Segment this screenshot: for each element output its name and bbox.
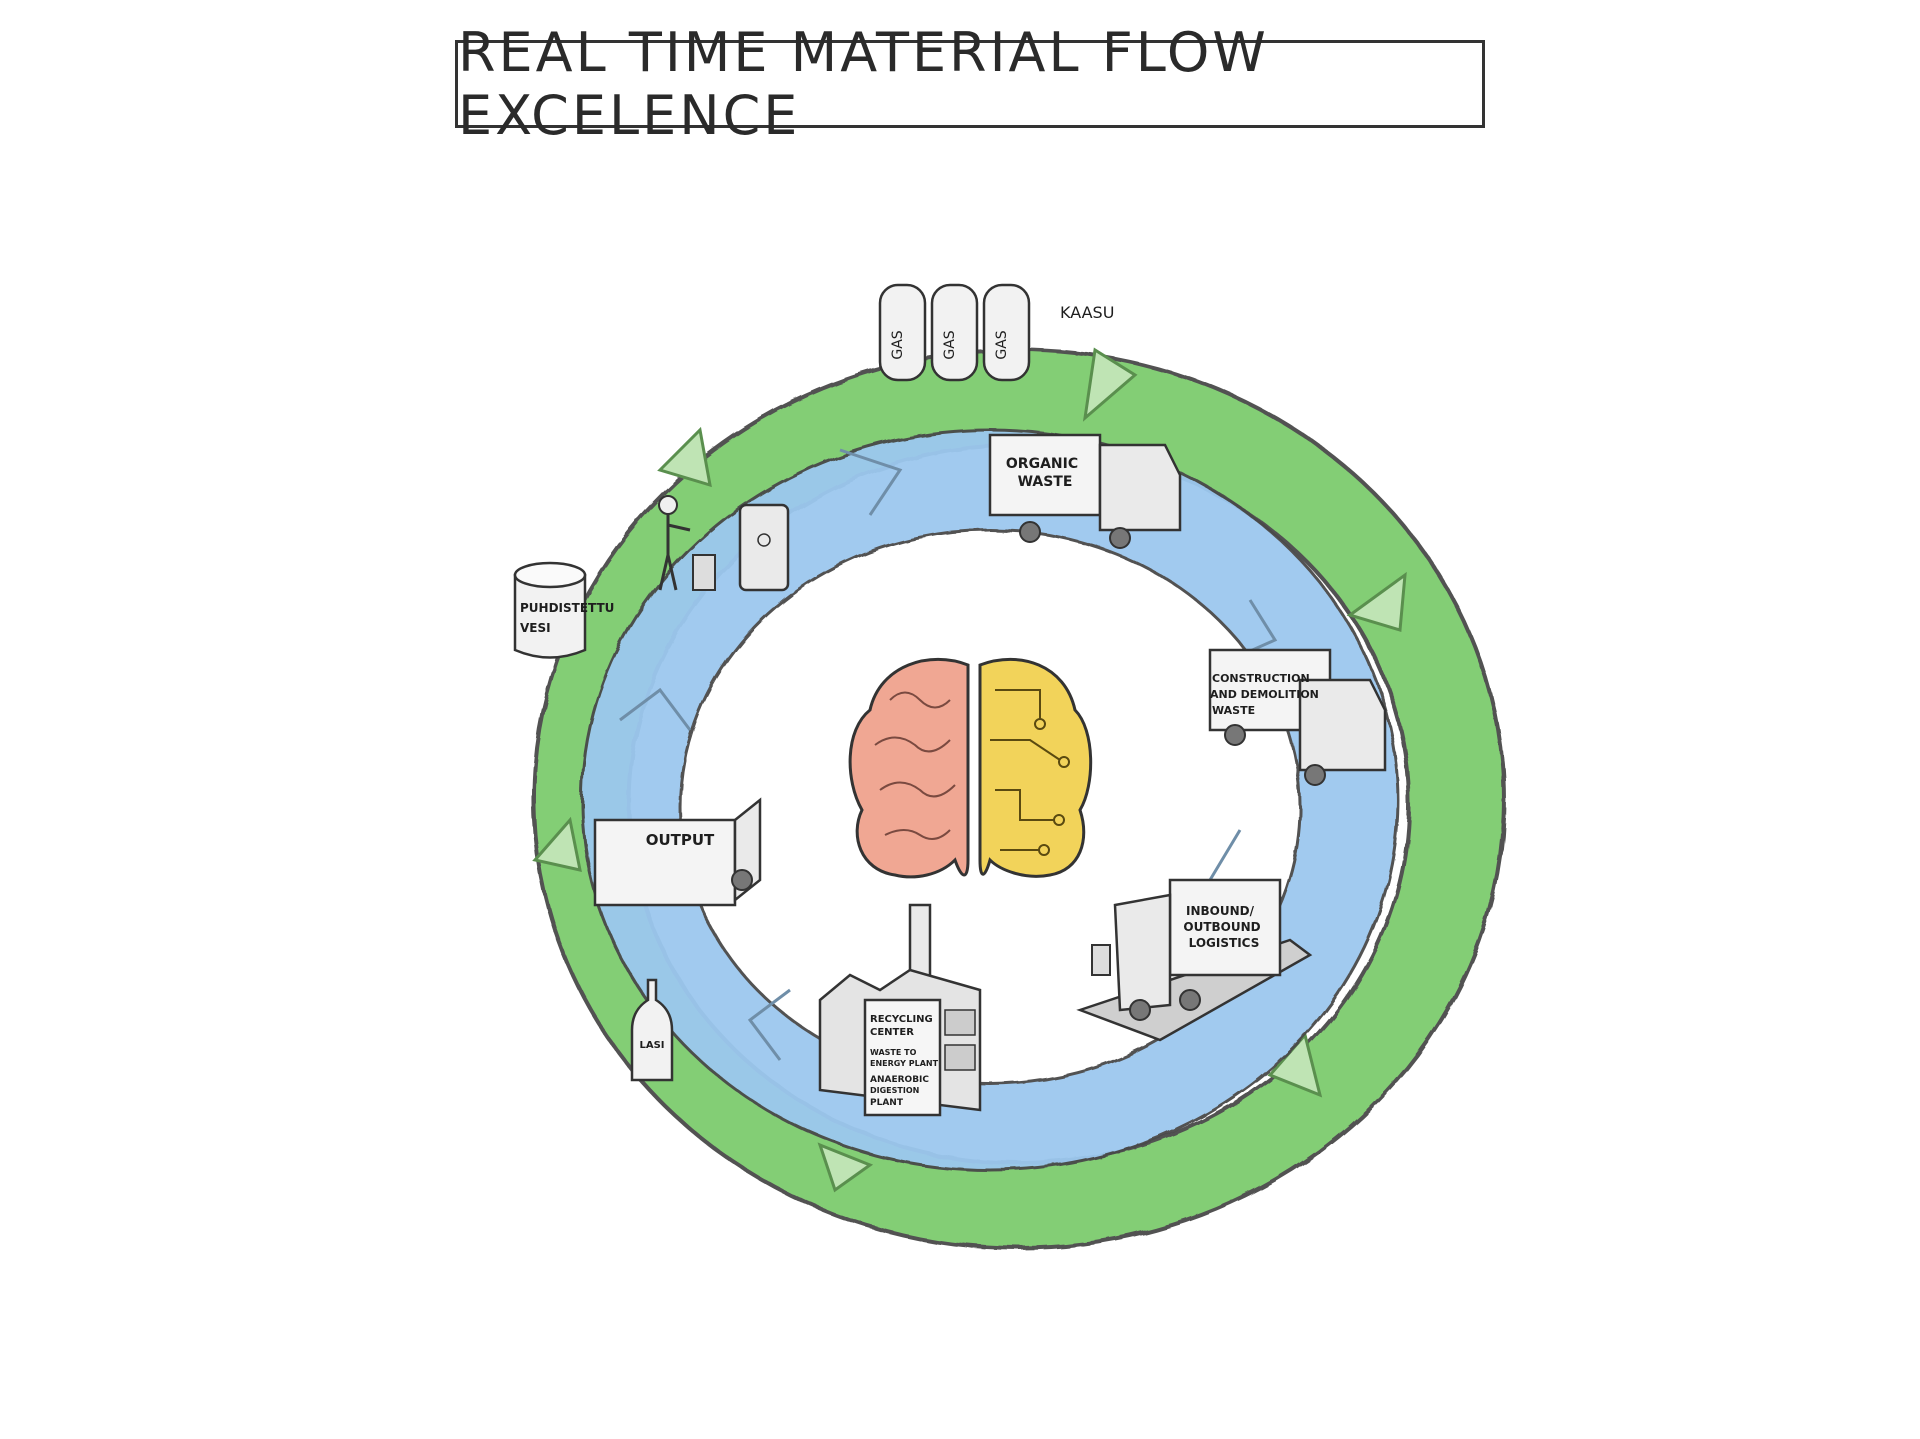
arrow-mark (532, 816, 582, 872)
arrow-mark (619, 687, 692, 731)
organic-waste-label-2: WASTE (1018, 474, 1073, 490)
glass-bottle: LASI (630, 978, 674, 1082)
arrow-mark (839, 448, 903, 516)
recycling-label-2: CENTER (870, 1027, 914, 1038)
glass-label: LASI (639, 1040, 664, 1051)
logistics-label-3: LOGISTICS (1189, 936, 1260, 950)
recycling-label-7: PLANT (870, 1098, 904, 1108)
output-truck: OUTPUT (593, 797, 762, 907)
recycling-label-1: RECYCLING (870, 1014, 933, 1025)
gas-cylinder: GAS (878, 283, 927, 382)
brain-left-hemisphere (848, 657, 970, 879)
recycling-label-4: ENERGY PLANT (870, 1059, 939, 1068)
gas-cylinder: GAS (930, 283, 979, 382)
outer-flow-ring (531, 347, 1506, 1250)
brain-icon (848, 657, 1093, 879)
recycling-label-3: WASTE TO (870, 1048, 917, 1057)
gas-cylinder: GAS (982, 283, 1031, 382)
logistics-truck: INBOUND/ OUTBOUND LOGISTICS (1076, 878, 1313, 1042)
brain-right-hemisphere (978, 657, 1093, 878)
gas-label: GAS (890, 330, 906, 359)
output-label: OUTPUT (646, 831, 715, 849)
arrow-mark (747, 988, 791, 1061)
water-label-2: VESI (520, 621, 551, 635)
organic-waste-label-1: ORGANIC (1006, 456, 1078, 472)
gas-label: GAS (994, 330, 1010, 359)
gas-label: GAS (942, 330, 958, 359)
logistics-label-1: INBOUND/ (1186, 904, 1255, 918)
organic-waste-truck: ORGANIC WASTE (988, 433, 1182, 549)
outer-ring-arrows (532, 347, 1407, 1193)
gas-cylinders: GAS GAS GAS KAASU (878, 283, 1114, 382)
arrow-mark (1082, 347, 1138, 422)
construction-truck: CONSTRUCTION AND DEMOLITION WASTE (1208, 648, 1387, 786)
arrow-mark (817, 1142, 874, 1193)
recycling-center: RECYCLING CENTER WASTE TO ENERGY PLANT A… (818, 903, 982, 1117)
kaasu-label: KAASU (1060, 303, 1114, 322)
recycling-label-6: DIGESTION (870, 1086, 919, 1095)
logistics-label-2: OUTBOUND (1183, 920, 1260, 934)
brain-folds (874, 691, 956, 840)
water-barrel: PUHDISTETTU VESI (513, 561, 614, 659)
construction-label-2: AND DEMOLITION (1210, 688, 1319, 701)
construction-label-3: WASTE (1212, 704, 1255, 717)
person-recycling (658, 495, 790, 592)
construction-label-1: CONSTRUCTION (1212, 672, 1310, 685)
brain-circuit (990, 689, 1070, 856)
recycling-label-5: ANAEROBIC (870, 1075, 929, 1085)
water-label-1: PUHDISTETTU (520, 601, 614, 615)
arrow-mark (1346, 571, 1407, 632)
arrow-mark (657, 426, 712, 488)
